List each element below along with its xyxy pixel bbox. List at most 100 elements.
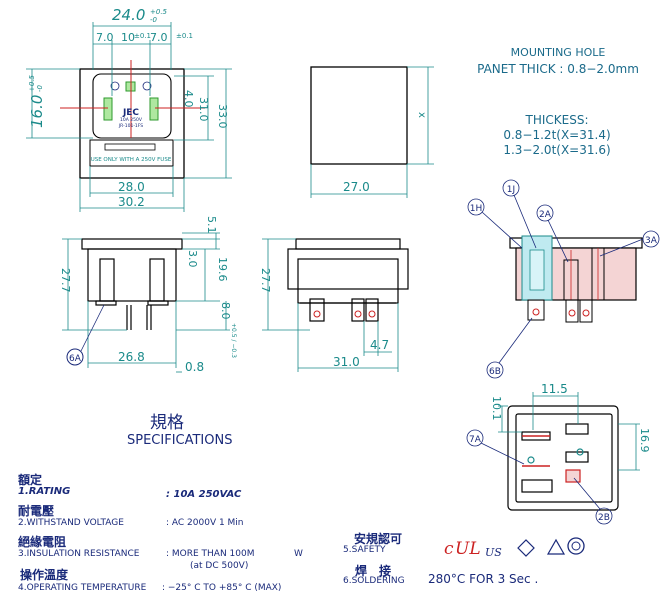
thickness-title: THICKESS: [525,113,589,127]
solder-cjk: 焊 接 [355,564,392,578]
insulation-cjk: 絕緣電阻 [18,535,67,549]
dim-4: 4.0 [182,90,195,108]
fuse-slot [104,143,156,151]
profile-left-dims [62,232,230,373]
section-view [509,235,643,323]
callout-3a: 3A [645,236,658,246]
model-mark: JR-101-1FS [118,123,143,129]
dim-33: 33.0 [216,104,229,129]
back-view [507,405,619,511]
pin-right [149,97,159,121]
dim-11-5: 11.5 [541,382,568,396]
withstand-cjk: 耐電壓 [18,504,55,518]
dim-16: 16.0 [28,95,46,128]
temp-value: : −25° C TO +85° C (MAX) [162,583,282,593]
withstand-value: : AC 2000V 1 Min [166,518,244,528]
dim-10-tol: ±0.1 [134,32,151,40]
rating-cjk: 額定 [18,473,43,487]
dim-0-8: 0.8 [185,360,204,374]
ul-logo [110,81,120,91]
profile-view-center [287,238,409,322]
terminal-hole-3 [368,310,376,318]
specs-title: SPECIFICATIONS [127,433,233,448]
dim-7-right: 7.0 [150,31,168,44]
callout-6a-leader [80,304,105,352]
ul-logo-mark: UL [455,539,481,559]
side-dims [310,66,434,198]
dim-27-7-center: 27.7 [259,268,272,293]
specs-title-cjk: 規格 [150,413,184,433]
profile-view-left [81,238,183,330]
insulation-label: 3.INSULATION RESISTANCE [18,549,140,559]
fuse-warning: USE ONLY WITH A 250V FUSE [91,157,172,163]
section-callouts [467,179,660,379]
terminal-hole-2 [354,310,362,318]
thickness-2: 1.3−2.0t(X=31.6) [503,143,610,157]
solder-label: 6.SOLDERING [343,576,405,586]
back-callouts [466,429,613,525]
temp-cjk: 操作溫度 [20,568,69,582]
dim-3-0: 3.0 [186,250,199,268]
safety-cjk: 安規認可 [354,532,403,546]
certification-logos: c UL US [444,537,585,559]
front-dimensions [26,22,232,212]
temp-label: 4.OPERATING TEMPERATURE [18,583,147,593]
pin-left [103,97,113,121]
rating-mark: 10A 250V [120,117,143,123]
dim-24: 24.0 [112,6,145,24]
thickness-1: 0.8−1.2t(X=31.4) [503,128,610,142]
dim-30-2: 30.2 [118,195,145,209]
dim-28: 28.0 [118,180,145,194]
cul-us-logo: c [444,539,454,559]
dim-10-1: 10.1 [490,396,503,421]
dim-26-8: 26.8 [118,350,145,364]
withstand-label: 2.WITHSTAND VOLTAGE [18,518,124,528]
pse-logo [517,539,535,557]
dim-16-tol-minus: -0 [36,84,44,92]
callout-6b: 6B [489,367,501,377]
callout-2a: 2A [539,210,552,220]
us-mark: US [485,546,502,559]
side-view-outline [310,66,408,165]
dim-27-7-left: 27.7 [59,268,72,293]
ccc-logo-inner [571,541,581,551]
front-view: USE ONLY WITH A 250V FUSE JEC 10A 250V J… [60,60,205,179]
rating-value: : 10A 250VAC [166,489,242,500]
callout-6a: 6A [69,354,82,364]
dim-7-left: 7.0 [96,31,114,44]
dim-31-0: 31.0 [333,355,360,369]
dim-19-6: 19.6 [216,257,229,282]
rating-label: 1.RATING [18,486,71,497]
dim-4-7: 4.7 [370,338,389,352]
front-body-outline [79,68,185,179]
terminal-hole-1 [313,310,321,318]
dim-16-9: 16.9 [638,428,651,453]
callout-1h: 1H [470,204,483,214]
brand-logo: JEC [122,108,139,118]
mounting-title: MOUNTING HOLE [511,46,606,59]
dim-7-tol: ±0.1 [176,32,193,40]
callout-1j: 1J [507,185,515,195]
safety-label: 5.SAFETY [343,545,386,555]
ccc-logo [567,537,585,555]
dim-8-0: 8.0 [219,302,232,320]
dim-24-tol-plus: +0.5 [150,8,168,16]
insulation-sub: (at DC 500V) [190,561,249,571]
insulation-value: : MORE THAN 100M [166,549,255,559]
panel-thickness: PANET THICK : 0.8−2.0mm [477,62,639,76]
dim-x: x [416,112,427,118]
callout-7a: 7A [469,435,482,445]
insulation-unit: W [294,549,303,559]
fuse-drawer [89,139,174,167]
dim-31: 31.0 [197,97,210,122]
dim-16-tol-plus: +0.5 [28,74,36,92]
back-view-dims [498,392,640,471]
solder-value: 280°C FOR 3 Sec . [428,572,539,586]
dim-27-side: 27.0 [343,180,370,194]
dim-10-mid: 10 [121,31,135,44]
callout-2b: 2B [598,513,610,523]
profile-center-dims [262,238,399,372]
dim-8-0-tol: +0.5 / −0.3 [230,323,237,358]
